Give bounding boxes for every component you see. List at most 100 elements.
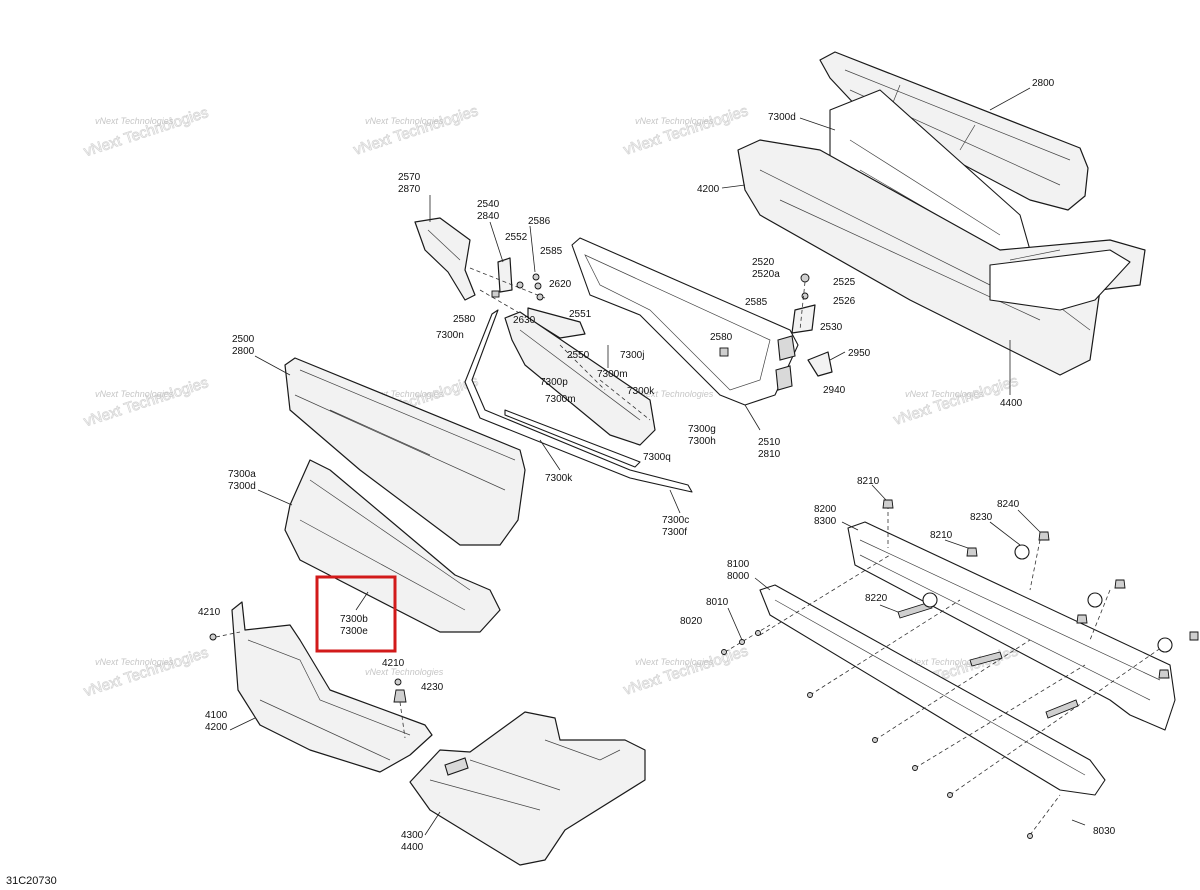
part-2540-hinge: [497, 257, 513, 293]
callout-8000: 8000: [727, 571, 750, 582]
watermark: vNext Technologies: [365, 667, 444, 677]
callout-4230: 4230: [421, 682, 444, 693]
part-4230-clip: [393, 689, 407, 703]
callout-4200: 4200: [205, 722, 228, 733]
callout-8230: 8230: [970, 512, 993, 523]
part-8010-washer: [739, 639, 745, 645]
hinge-bracket-group: [414, 195, 586, 339]
callout-7300b[interactable]: 7300b: [340, 614, 368, 625]
callout-2810: 2810: [758, 449, 781, 460]
watermark: vNext Technologies: [622, 102, 751, 158]
leader: [539, 439, 561, 471]
part-4210-screw: [209, 633, 217, 641]
callout-2500: 2500: [232, 334, 255, 345]
callout-2585: 2585: [745, 297, 768, 308]
watermark: vNext Technologies: [622, 642, 751, 698]
part-4100-guard: [231, 601, 433, 773]
callout-7300d: 7300d: [768, 112, 796, 123]
part-2800-panel: [819, 51, 1089, 211]
seal-group: [464, 309, 693, 514]
callout-2526: 2526: [833, 296, 856, 307]
dash-line: [759, 554, 891, 636]
part-2940-striker: [807, 351, 833, 377]
watermark: vNext Technologies: [365, 116, 444, 126]
part-2586-bolt: [532, 273, 540, 281]
part-8220-bolt: [897, 601, 933, 619]
part-8200-detail: [859, 539, 1161, 701]
callout-8020: 8020: [680, 616, 703, 627]
callout-2840: 2840: [477, 211, 500, 222]
part-4100-detail: [247, 639, 411, 761]
callout-labels: 2800 7300d 4200 4400 2570 2870 2540 2840…: [198, 78, 1116, 853]
part-2530-block-lower: [775, 365, 793, 391]
part-2530-block: [777, 335, 796, 361]
bolt: [947, 792, 953, 798]
part-2510-inner: [584, 254, 771, 391]
part-2500-panel: [284, 357, 526, 546]
callout-2520a: 2520a: [752, 269, 780, 280]
figure-code: 31C20730: [6, 875, 57, 887]
dash-line: [399, 701, 406, 739]
watermark: vNext Technologies: [365, 389, 444, 399]
callout-7300k: 7300k: [627, 386, 655, 397]
bolt: [969, 651, 1003, 667]
part-2585-bolt: [534, 282, 542, 290]
callout-2525: 2525: [833, 277, 856, 288]
callout-7300m: 7300m: [597, 369, 628, 380]
callout-2870: 2870: [398, 184, 421, 195]
leader: [721, 184, 746, 189]
leader: [727, 607, 743, 641]
washer: [922, 592, 938, 608]
callout-7300e[interactable]: 7300e: [340, 626, 368, 637]
part-7300g-detail: [519, 329, 641, 421]
callout-2586: 2586: [528, 216, 551, 227]
callout-2510: 2510: [758, 437, 781, 448]
leader: [424, 811, 441, 836]
part-2525-nut: [800, 273, 810, 283]
watermark: vNext Technologies: [82, 104, 211, 160]
watermark: vNext Technologies: [95, 657, 174, 667]
callout-7300p: 7300p: [540, 377, 568, 388]
dash-line: [799, 281, 806, 331]
callout-8300: 8300: [814, 516, 837, 527]
callout-8010: 8010: [706, 597, 729, 608]
part-2552-bolt: [516, 281, 524, 289]
part-2526-washer: [801, 292, 809, 300]
callout-4400: 4400: [1000, 398, 1023, 409]
dash-line: [1089, 589, 1111, 641]
bolt: [1045, 699, 1079, 719]
callout-7300a: 7300a: [228, 469, 256, 480]
leader: [254, 355, 291, 376]
part-8200-rail: [847, 521, 1176, 731]
leader: [529, 225, 536, 273]
callout-8240: 8240: [997, 499, 1020, 510]
nut: [1189, 631, 1199, 641]
watermark: vNext Technologies: [352, 102, 481, 158]
part-7300n-seal: [464, 309, 693, 493]
part-2800-detail: [844, 69, 1071, 186]
part-7300g-rail: [504, 311, 656, 446]
callout-7300m: 7300m: [545, 394, 576, 405]
part-8210-nut: [882, 499, 894, 509]
watermark: vNext Technologies: [905, 657, 984, 667]
callout-8030: 8030: [1093, 826, 1116, 837]
nut: [1158, 669, 1170, 679]
part-2510-frame: [571, 237, 799, 406]
leader: [355, 591, 369, 611]
part-2520-bracket: [791, 304, 816, 334]
part-7300a-panel: [284, 459, 501, 633]
part-2580-nut: [491, 290, 500, 298]
callout-8220: 8220: [865, 593, 888, 604]
washer: [1087, 592, 1103, 608]
callout-8210: 8210: [930, 530, 953, 541]
watermark: vNext Technologies: [95, 116, 174, 126]
highlight-box-group[interactable]: [315, 575, 397, 653]
callout-2530: 2530: [820, 322, 843, 333]
leader: [841, 521, 859, 531]
highlight-box[interactable]: [315, 575, 397, 653]
leader: [829, 351, 846, 361]
callout-2570: 2570: [398, 172, 421, 183]
callout-2940: 2940: [823, 385, 846, 396]
dash-line: [1029, 539, 1041, 591]
